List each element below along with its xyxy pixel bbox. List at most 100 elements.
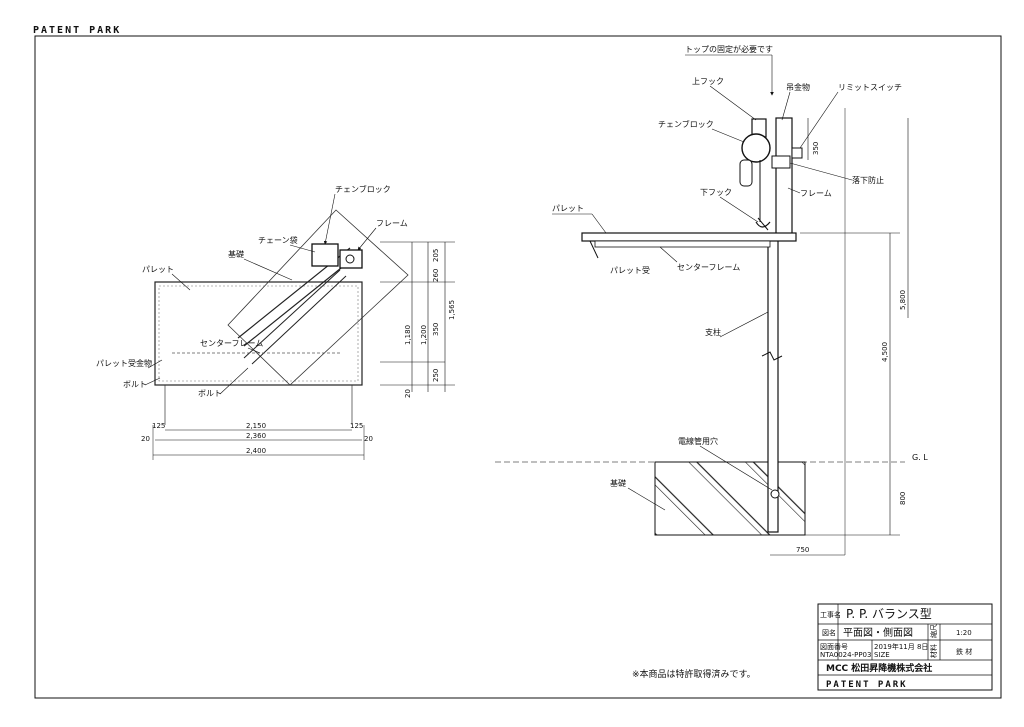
side-label-pallet: パレット (552, 204, 584, 213)
plan-frame-bar-3 (243, 269, 341, 359)
side-leader-upper-hook (709, 85, 757, 121)
side-label-conduit-hole: 電線管用穴 (678, 436, 718, 446)
tb-name-label: 工事名 (820, 610, 841, 619)
plan-leader-bolt-left (144, 377, 161, 386)
tb-company: MCC 松田昇降機株式会社 (826, 662, 932, 674)
side-frame-upper (775, 117, 793, 239)
side-break-mark (761, 351, 783, 361)
tb-drawing-value: 平面図・側面図 (843, 626, 913, 639)
plan-dim-1200: 1,200 (420, 325, 428, 345)
plan-chain-block (311, 243, 339, 267)
plan-leader-chain-block (323, 193, 336, 245)
title-block-frame (817, 603, 993, 691)
plan-pallet-outline (154, 281, 363, 386)
side-view: 350 5,800 4,500 800 750 G. L トップの固定が必要です… (495, 44, 928, 556)
side-label-top-note: トップの固定が必要です (685, 44, 773, 54)
plan-dim-2150: 2,150 (246, 422, 266, 430)
side-dim-800: 800 (899, 492, 907, 505)
side-leader-post (719, 311, 769, 338)
plan-leader-chain-bag (289, 244, 316, 253)
plan-dim-2360: 2,360 (246, 432, 266, 440)
plan-label-frame: フレーム (376, 219, 408, 228)
title-block: 工事名 P. P. バランス型 図名 平面図・側面図 縮尺 1:20 図面番号 … (817, 603, 993, 691)
side-label-frame: フレーム (800, 189, 832, 198)
side-dim-750: 750 (796, 546, 809, 554)
side-leader-center-frame (659, 246, 678, 263)
sheet-border (34, 35, 1002, 699)
tb-material-label: 材料 (929, 644, 938, 658)
side-pallet-support (589, 240, 599, 259)
plan-label-bolt: ボルト (198, 389, 222, 398)
side-label-fall-prevention: 落下防止 (852, 175, 884, 185)
side-label-pallet-receiver: パレット受 (610, 265, 650, 275)
side-label-limit-switch: リミットスイッチ (838, 83, 902, 92)
side-leader-pallet (591, 213, 607, 234)
plan-leader-base (243, 258, 293, 281)
tb-date-value: 2019年11月 8日 (874, 642, 928, 651)
side-conduit-hole (770, 489, 780, 499)
plan-leader-center-frame (247, 347, 261, 354)
plan-dim-350: 350 (432, 323, 440, 336)
plan-rotated-frame (227, 209, 409, 386)
tb-scale-value: 1:20 (956, 629, 972, 637)
plan-dim-2400: 2,400 (246, 447, 266, 455)
plan-frame-bar-2 (243, 255, 357, 347)
side-leader-chain-block (711, 128, 745, 143)
side-lower-hook-arm (757, 217, 769, 231)
tb-number-label: 図面番号 (820, 643, 848, 651)
plan-label-base: 基礎 (228, 249, 244, 259)
side-lower-hook (755, 221, 771, 228)
tb-material-value: 鉄 材 (956, 647, 972, 656)
side-leader-fall-prevention (789, 162, 853, 181)
plan-leader-pallet (171, 273, 191, 291)
side-leader-frame (787, 187, 801, 194)
plan-dim-20-left: 20 (141, 435, 150, 443)
side-fall-prevention (771, 155, 791, 169)
side-chain-block-body (741, 133, 771, 163)
plan-label-pallet: パレット (142, 265, 174, 274)
plan-label-bolt-left: ボルト (123, 380, 147, 389)
plan-dim-125-right: 125 (350, 422, 363, 430)
plan-dim-125-left: 125 (152, 422, 165, 430)
tb-brand: PATENT PARK (826, 680, 908, 690)
side-leader-lower-hook (719, 196, 759, 223)
plan-label-chain-block: チェンブロック (335, 184, 391, 194)
plan-frame-bar-4 (251, 275, 347, 365)
patent-notice: ※本商品は特許取得済みです。 (632, 668, 756, 680)
plan-label-center-frame: センターフレーム (200, 339, 263, 348)
side-leader-conduit-hole (699, 445, 773, 491)
plan-frame-circle (345, 254, 355, 264)
side-label-center-frame: センターフレーム (677, 263, 740, 272)
tb-drawing-label: 図名 (822, 628, 836, 637)
plan-view: チェンブロック フレーム チェーン袋 基礎 パレット センターフレーム パレット… (96, 184, 456, 460)
plan-dim-205: 205 (432, 249, 440, 262)
tb-size-value: SIZE (874, 651, 890, 659)
side-leader-foundation (627, 487, 666, 511)
side-foundation (654, 461, 806, 536)
side-dim-5800: 5,800 (899, 290, 907, 310)
side-label-upper-hook: 上フック (692, 77, 724, 86)
side-leader-hanger (781, 91, 791, 121)
header-brand: PATENT PARK (33, 25, 121, 36)
side-pallet-beam (581, 232, 797, 242)
tb-name-value: P. P. バランス型 (846, 607, 932, 621)
plan-leader-pallet-receiver (147, 359, 163, 369)
plan-leader-bolt (219, 367, 249, 395)
side-dim-4500: 4,500 (881, 342, 889, 362)
side-center-frame (594, 240, 771, 248)
plan-frame-box (339, 249, 363, 269)
side-label-gl: G. L (912, 453, 928, 462)
side-dim-350: 350 (812, 142, 820, 155)
side-label-lower-hook: 下フック (700, 188, 732, 197)
plan-dim-20: 20 (404, 389, 412, 398)
side-label-post: 支柱 (705, 327, 721, 337)
plan-label-chain-bag: チェーン袋 (258, 235, 298, 245)
side-label-chain-block: チェンブロック (658, 119, 714, 129)
side-leader-limit-switch (799, 91, 839, 149)
side-post (767, 237, 779, 533)
side-label-foundation: 基礎 (610, 478, 626, 488)
plan-dim-250: 250 (432, 369, 440, 382)
plan-dim-260: 260 (432, 269, 440, 282)
